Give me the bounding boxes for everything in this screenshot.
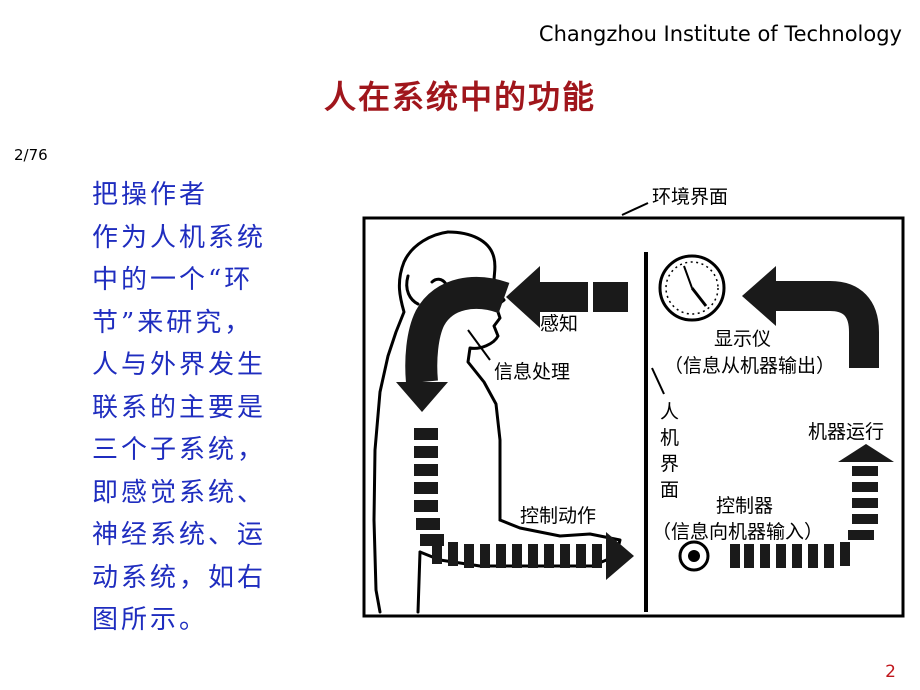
body-line: 人与外界发生: [92, 350, 267, 380]
body-line: 节”来研究，: [92, 307, 254, 338]
motor-path-dashed: [414, 428, 634, 580]
machine-output-arrow-head: [742, 266, 776, 326]
machine-running-arrow-head: [838, 444, 894, 462]
label-display-sub: （信息从机器输出）: [664, 355, 835, 377]
label-processing: 信息处理: [494, 361, 570, 383]
page-number: 2: [885, 662, 896, 682]
processing-arrow-body: [405, 277, 510, 384]
slide-title: 人在系统中的功能: [323, 78, 596, 116]
interface-pointer: [621, 202, 649, 216]
body-paragraph: 把操作者 作为人机系统 中的一个“环 节”来研究， 人与外界发生 联系的主要是 …: [92, 174, 320, 642]
body-line: 三个子系统，: [92, 435, 267, 465]
body-line: 中的一个“环: [92, 265, 254, 295]
interface-frame: [362, 216, 905, 618]
body-line: 神经系统、运: [92, 520, 267, 550]
hmi-pointer: [651, 367, 665, 395]
institute-name: Changzhou Institute of Technology: [538, 22, 902, 46]
body-line: 动系统，如右: [92, 562, 267, 593]
perception-arrow: [506, 266, 628, 328]
label-controller-sub: （信息向机器输入）: [652, 521, 823, 543]
processing-pointer: [467, 329, 491, 361]
hmi-char: 人: [660, 401, 679, 423]
interface-label: 环境界面: [652, 186, 728, 208]
label-controller: 控制器: [716, 495, 773, 517]
machine-input-path-dashed: [730, 466, 878, 568]
hmi-char: 界: [660, 453, 679, 475]
label-display: 显示仪: [714, 328, 771, 350]
body-line: 联系的主要是: [92, 392, 267, 423]
body-line: 把操作者: [92, 180, 209, 210]
hmi-char: 面: [660, 479, 679, 501]
label-machine-running: 机器运行: [808, 421, 884, 443]
body-line: 即感觉系统、: [92, 477, 267, 508]
controller-knob-icon: [678, 540, 710, 572]
body-line: 作为人机系统: [92, 222, 267, 253]
slide-counter: 2/76: [14, 146, 48, 164]
machine-output-arrow-body: [772, 281, 879, 368]
body-line: 图所示。: [92, 605, 209, 635]
hmi-char: 机: [660, 427, 679, 449]
display-dial-icon: [658, 254, 726, 322]
label-perception: 感知: [540, 313, 578, 335]
label-control-action: 控制动作: [520, 505, 596, 527]
processing-arrow-head: [396, 382, 448, 412]
